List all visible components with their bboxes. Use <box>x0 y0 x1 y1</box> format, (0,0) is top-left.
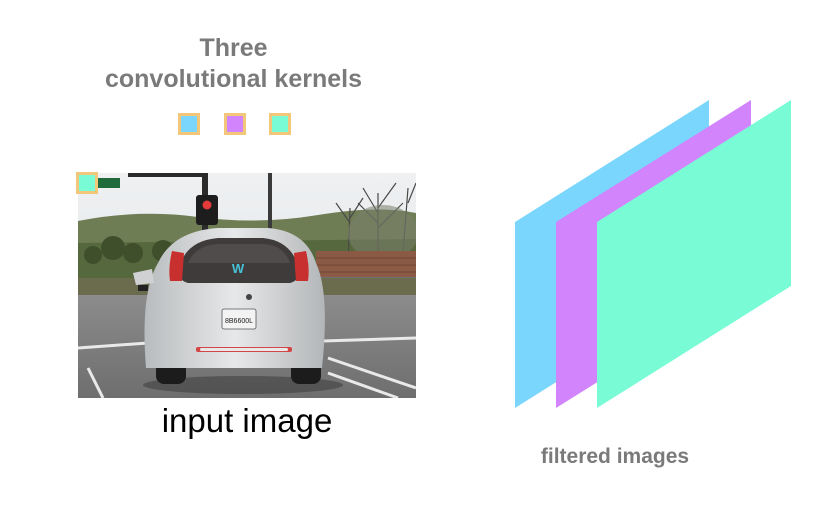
kernel-on-image-marker <box>76 172 98 194</box>
kernels-title-line1: Three <box>199 34 268 62</box>
filtered-image-green <box>597 100 791 408</box>
kernel-purple <box>224 113 246 135</box>
kernels-title-line2: convolutional kernels <box>104 65 362 93</box>
input-image-label: input image <box>161 402 333 439</box>
license-plate-text: 8B6600L <box>225 318 253 325</box>
kernel-green <box>269 113 291 135</box>
filtered-images-label: filtered images <box>540 445 690 468</box>
kernel-blue <box>178 113 200 135</box>
svg-text:W: W <box>232 261 245 276</box>
kernels-title: Three convolutional kernels <box>80 33 387 95</box>
input-image: W 8B6600L <box>78 173 416 398</box>
